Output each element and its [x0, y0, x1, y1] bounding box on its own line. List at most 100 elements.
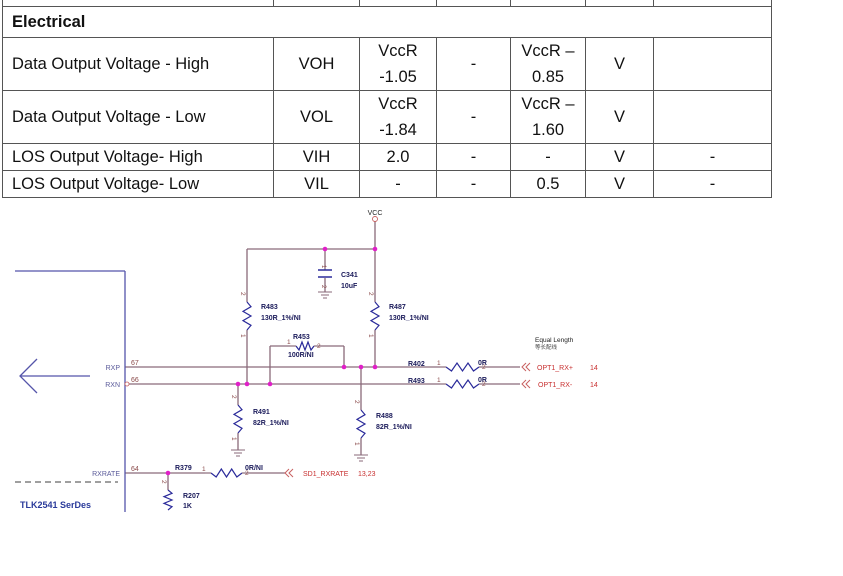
c341-ref: C341	[341, 272, 358, 279]
capacitor-c341: 1 2 C341 10uF	[318, 265, 358, 290]
c341-value: 10uF	[341, 283, 358, 290]
unit-cell: V	[585, 37, 654, 91]
notes-cell	[653, 37, 772, 91]
table-row: Data Output Voltage - Low VOL VccR-1.84 …	[2, 90, 772, 144]
max-cell: VccR –0.85	[510, 37, 586, 91]
svg-text:2: 2	[320, 285, 326, 289]
ground-icon	[318, 291, 332, 299]
r379-value: 0R/NI	[245, 465, 263, 472]
pin-number: 2	[239, 292, 246, 296]
min-cell: VccR-1.05	[359, 37, 437, 91]
left-arrow-icon	[19, 358, 38, 394]
pin-number: 2	[317, 343, 321, 350]
ic-pin-numbers: 67 66 64	[131, 360, 139, 473]
max-line2: 1.60	[531, 121, 565, 139]
pin-rxrate-number: 64	[131, 466, 139, 473]
table-row: Data Output Voltage - High VOH VccR-1.05…	[2, 37, 772, 91]
min-line1: VccR	[378, 95, 418, 113]
typ-cell: -	[436, 37, 511, 91]
resistor-r488-icon	[355, 409, 367, 439]
ic-outline	[15, 270, 126, 512]
table-row: LOS Output Voltage- Low VIL - - 0.5 V -	[2, 170, 772, 198]
net-labels: OPT1_RX+ 14 OPT1_RX- 14 SD1_RXRATE 13,23	[303, 365, 598, 478]
svg-text:1: 1	[320, 265, 326, 269]
section-title: Electrical	[2, 6, 772, 38]
junction-dot	[165, 470, 171, 476]
max-line2: 0.85	[531, 68, 565, 86]
r402-ref: R402	[408, 361, 425, 368]
junction-dot	[244, 381, 250, 387]
net-opt1-rxp-page: 14	[590, 365, 598, 372]
typ-cell: -	[436, 90, 511, 144]
unit-cell: V	[585, 143, 654, 171]
unit-cell: V	[585, 170, 654, 198]
resistor-r487-icon	[369, 301, 381, 331]
r487-ref: R487	[389, 304, 406, 311]
pin-rxn-name: RXN	[105, 382, 120, 389]
symbol-cell: VIH	[273, 143, 360, 171]
table-section-row: Electrical	[2, 6, 772, 38]
min-cell: VccR -1.84	[359, 90, 437, 144]
net-opt1-rxn: OPT1_RX-	[538, 382, 573, 389]
pin-rxp-name: RXP	[106, 365, 121, 372]
pin-number: 1	[202, 466, 206, 473]
pin-number: 1	[239, 334, 246, 338]
offpage-arrow-icon	[284, 468, 290, 478]
ground-icon	[354, 454, 368, 462]
r207-value: 1K	[183, 503, 192, 510]
ground-icon	[231, 449, 245, 457]
offpage-arrow-icon	[521, 379, 527, 389]
min-line1: VccR	[378, 42, 418, 60]
junctions	[165, 246, 378, 476]
resistor-r402-icon	[445, 361, 480, 373]
resistor-r453-icon	[295, 340, 315, 352]
ic-pin-labels: RXP RXN RXRATE	[92, 365, 120, 478]
parameter-cell: Data Output Voltage - Low	[2, 90, 274, 144]
junction-dot	[341, 364, 347, 370]
pin-number: 2	[482, 364, 486, 371]
r483-value: 130R_1%/NI	[261, 315, 301, 322]
min-cell: 2.0	[359, 143, 437, 171]
parameter-cell: Data Output Voltage - High	[2, 37, 274, 91]
max-cell: -	[510, 143, 586, 171]
rxn-inversion-bubble	[124, 381, 130, 387]
junction-dot	[267, 381, 273, 387]
junction-dot	[372, 364, 378, 370]
min-cell: -	[359, 170, 437, 198]
parameter-cell: LOS Output Voltage- High	[2, 143, 274, 171]
offpage-arrow-icon	[521, 362, 527, 372]
r493-value: 0R	[478, 377, 487, 384]
net-sd1-rxrate-page: 13,23	[358, 471, 376, 478]
resistor-r493-icon	[445, 378, 480, 390]
component-labels: R483 130R_1%/NI R487 130R_1%/NI R453 100…	[175, 304, 487, 510]
pin-number: 1	[353, 442, 360, 446]
pin-number: 2	[367, 292, 374, 296]
resistor-r207-icon	[162, 489, 174, 511]
wires	[125, 220, 520, 490]
ic-name: TLK2541 SerDes	[20, 500, 91, 510]
r453-ref: R453	[293, 334, 310, 341]
equal-length-note-cn: 等长配线	[535, 343, 558, 351]
r491-value: 82R_1%/NI	[253, 420, 289, 427]
pin-number: 1	[230, 437, 237, 441]
vcc-label: VCC	[368, 210, 383, 217]
vcc-power-icon	[372, 216, 378, 222]
r493-ref: R493	[408, 378, 425, 385]
notes-cell: -	[653, 143, 772, 171]
resistor-r379-icon	[210, 467, 243, 479]
net-opt1-rxn-page: 14	[590, 382, 598, 389]
equal-length-note: Equal Length	[535, 337, 574, 344]
r402-value: 0R	[478, 360, 487, 367]
notes-cell	[653, 90, 772, 144]
net-sd1-rxrate: SD1_RXRATE	[303, 471, 349, 478]
min-line2: -1.84	[379, 121, 417, 139]
r488-ref: R488	[376, 413, 393, 420]
r491-ref: R491	[253, 409, 270, 416]
symbol-cell: VIL	[273, 170, 360, 198]
net-opt1-rxp: OPT1_RX+	[537, 365, 573, 372]
table-row: LOS Output Voltage- High VIH 2.0 - - V -	[2, 143, 772, 171]
typ-cell: -	[436, 170, 511, 198]
pin-number: 2	[245, 470, 249, 477]
